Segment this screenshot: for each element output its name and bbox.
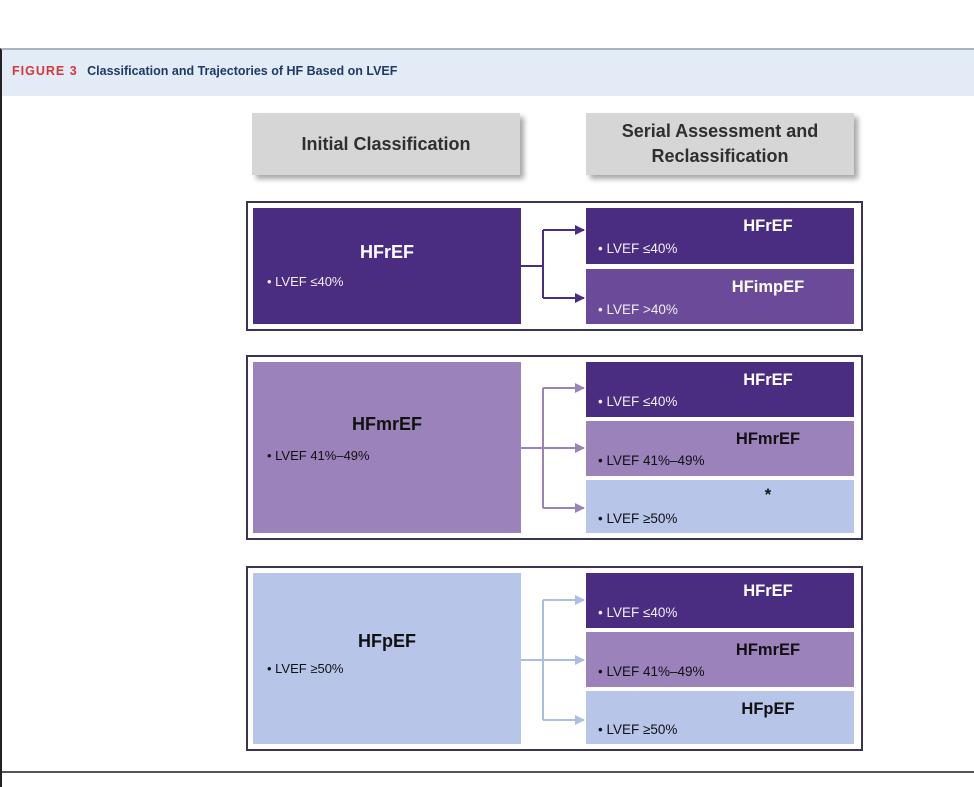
outcome-criteria: • LVEF >40% [598,302,678,317]
outcome-criteria: • LVEF 41%–49% [598,453,705,468]
figure-frame [0,48,974,787]
outcome-box-asterisk: * • LVEF ≥50% [586,480,854,533]
initial-criteria: • LVEF 41%–49% [267,448,370,463]
initial-header-text: Initial Classification [301,133,471,154]
outcome-box-hfref: HFrEF • LVEF ≤40% [586,573,854,628]
figure-caption: FIGURE 3 Classification and Trajectories… [12,64,397,78]
group2-arrows [521,383,585,513]
outcome-criteria: • LVEF ≥50% [598,511,678,526]
initial-box-hfpef: HFpEF • LVEF ≥50% [253,573,521,744]
outcome-box-hfimpef: HFimpEF • LVEF >40% [586,269,854,324]
outcome-name: * [764,486,772,504]
outcome-criteria: • LVEF ≤40% [598,241,678,256]
outcome-criteria: • LVEF ≤40% [598,605,678,620]
bottom-rule [2,771,974,773]
figure-label: FIGURE 3 [12,64,78,78]
initial-box-hfref: HFrEF • LVEF ≤40% [253,208,521,324]
outcome-name: HFpEF [741,700,795,718]
outcome-criteria: • LVEF 41%–49% [598,664,705,679]
outcome-criteria: • LVEF ≤40% [598,394,678,409]
outcome-name: HFimpEF [731,278,805,296]
group1-arrows [521,225,585,303]
initial-criteria: • LVEF ≤40% [267,274,344,289]
initial-criteria: • LVEF ≥50% [267,661,344,676]
outcome-box-hfref: HFrEF • LVEF ≤40% [586,208,854,264]
outcome-name: HFrEF [743,217,793,235]
outcome-box-hfref: HFrEF • LVEF ≤40% [586,362,854,417]
outcome-box-hfmref: HFmrEF • LVEF 41%–49% [586,421,854,476]
outcome-name: HFrEF [743,582,793,600]
outcome-name: HFmrEF [735,641,801,659]
outcome-name: HFrEF [743,371,793,389]
serial-assessment-header: Serial Assessment and Reclassification [586,113,854,175]
outcome-criteria: • LVEF ≥50% [598,722,678,737]
outcome-box-hfmref: HFmrEF • LVEF 41%–49% [586,632,854,687]
initial-name: HFpEF [358,631,416,651]
outcome-box-hfpef: HFpEF • LVEF ≥50% [586,691,854,744]
group3-arrows [521,595,585,725]
initial-name: HFmrEF [351,414,422,434]
initial-classification-header: Initial Classification [252,113,520,175]
serial-header-text: Serial Assessment and Reclassification [621,121,819,166]
initial-name: HFrEF [360,242,414,262]
caption-bar [2,50,974,96]
outcome-name: HFmrEF [735,430,801,448]
figure-title: Classification and Trajectories of HF Ba… [87,64,398,78]
initial-box-hfmref: HFmrEF • LVEF 41%–49% [253,362,521,533]
